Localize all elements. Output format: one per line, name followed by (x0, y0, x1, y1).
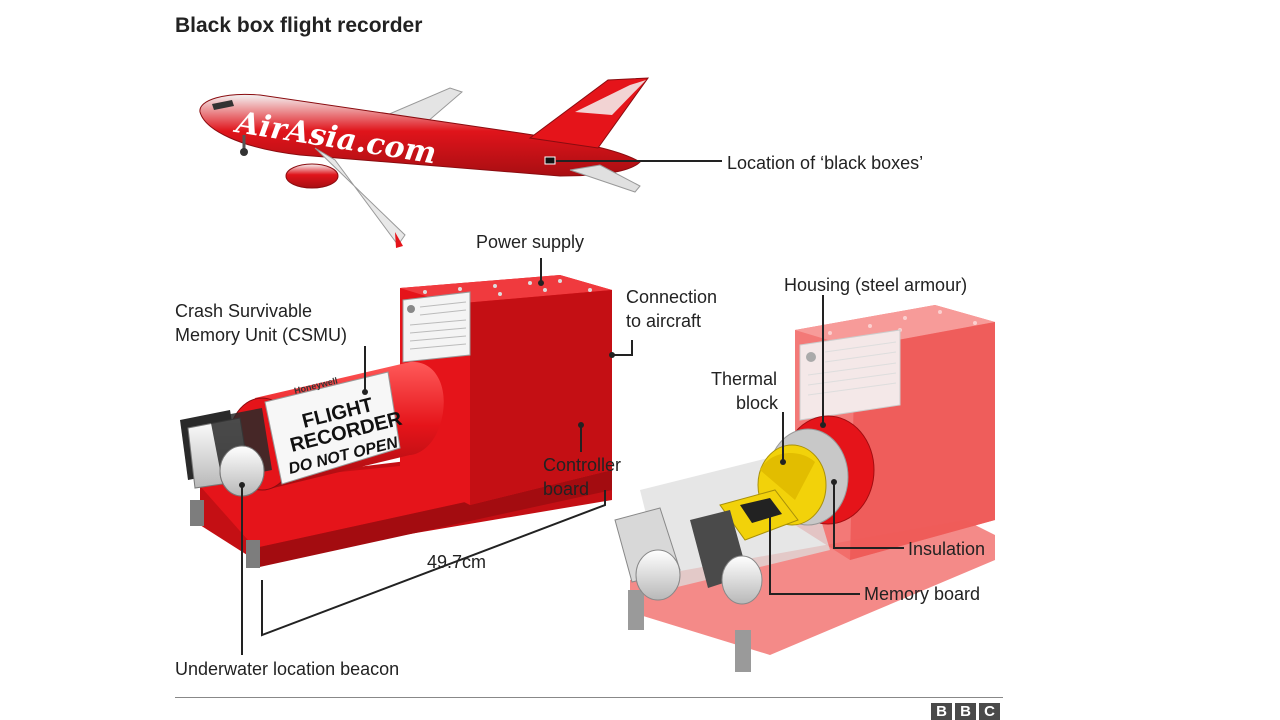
bbc-logo: B B C (931, 703, 1000, 720)
label-connection-line-2: to aircraft (626, 311, 702, 331)
label-controller-board: Controller board (543, 453, 621, 501)
flight-recorder-cutaway (614, 305, 995, 672)
bbc-logo-letter-2: B (955, 703, 976, 720)
label-controller-line-2: board (543, 479, 590, 499)
leader-lines (241, 160, 904, 655)
label-power-supply: Power supply (476, 232, 585, 252)
label-housing: Housing (steel armour) (784, 275, 968, 295)
bbc-logo-letter-3: C (979, 703, 1000, 720)
label-connection: Connection to aircraft (626, 285, 717, 333)
label-beacon: Underwater location beacon (175, 659, 400, 679)
label-memory-board: Memory board (864, 584, 981, 604)
label-insulation: Insulation (908, 539, 986, 559)
recorder-info-plate (402, 291, 471, 363)
recorder-label-band (264, 371, 401, 485)
label-csmu-line-2: Memory Unit (CSMU) (175, 325, 348, 345)
leader-insulation (833, 482, 904, 549)
label-csmu-line-1: Crash Survivable (175, 301, 313, 321)
leader-connection (612, 340, 633, 356)
label-thermal-line-1: Thermal (711, 369, 778, 389)
label-csmu: Crash Survivable Memory Unit (CSMU) (175, 299, 347, 347)
page-title: Black box flight recorder (175, 14, 423, 37)
label-location: Location of ‘black boxes’ (727, 153, 924, 173)
footer-rule (175, 697, 1003, 698)
flight-recorder-full: Honeywell FLIGHT RECORDER DO NOT OPEN (180, 275, 612, 568)
leader-memory-board (769, 505, 860, 595)
airplane-engine (285, 163, 339, 189)
black-box-location-marker (544, 156, 556, 165)
airplane: AirAsia.com (199, 77, 650, 248)
label-length: 49.7cm (427, 552, 487, 572)
label-thermal-block: Thermal block (710, 367, 778, 415)
label-controller-line-1: Controller (543, 455, 622, 475)
bbc-logo-letter-1: B (931, 703, 952, 720)
label-connection-line-1: Connection (626, 287, 718, 307)
leader-length (261, 490, 606, 637)
label-thermal-line-2: block (736, 393, 779, 413)
